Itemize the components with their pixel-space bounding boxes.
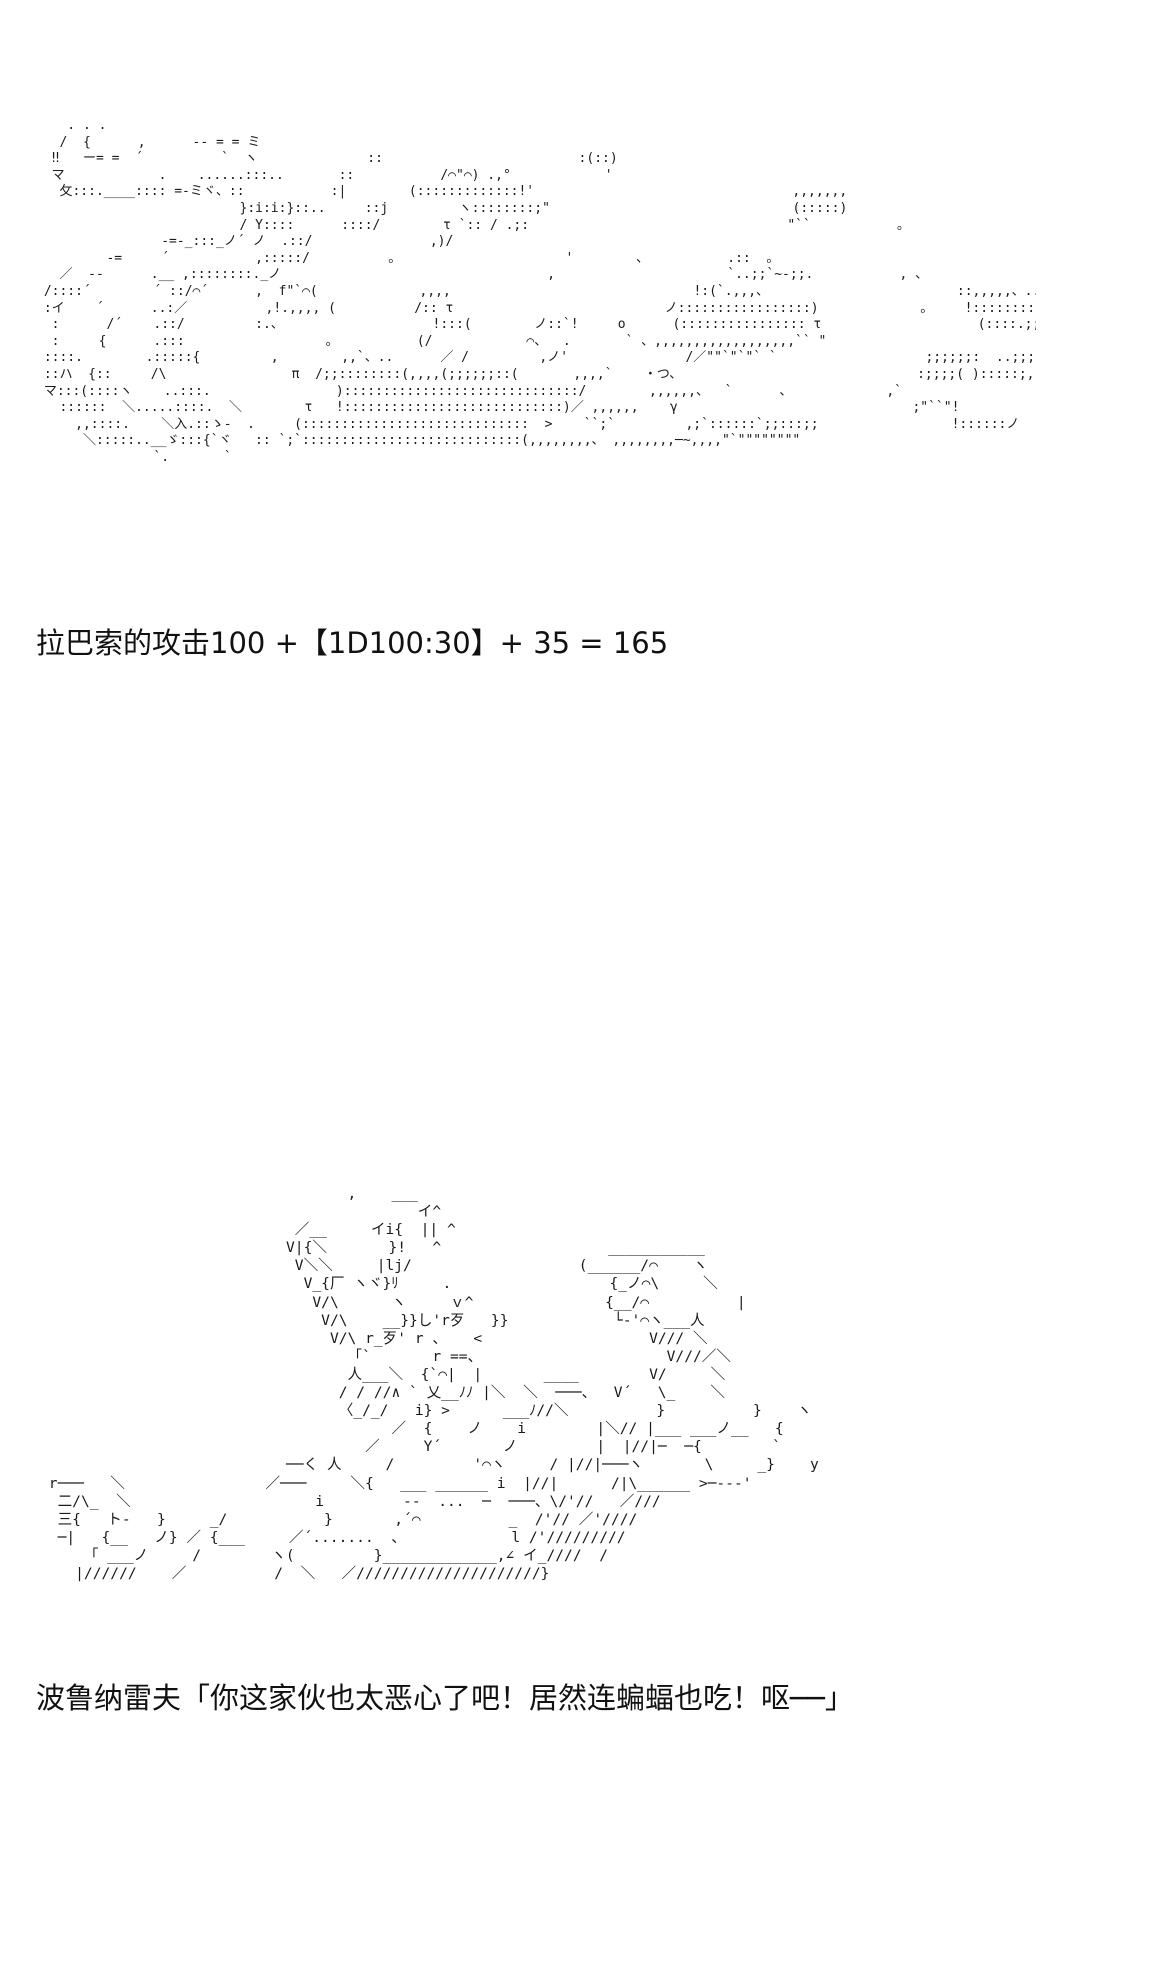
ascii-art-scene-bottom: , ___ イ^ ／__ イi{ || ^ V|{＼ }! ^ ________…: [48, 1185, 819, 1582]
attack-roll-caption: 拉巴索的攻击100 +【1D100:30】+ 35 = 165: [36, 626, 669, 660]
ascii-art-scene-top: . . . / { , -- = = ミ ‼ ー= = ´ ` ヽ :: :(:…: [43, 118, 1036, 465]
dialogue-caption: 波鲁纳雷夫「你这家伙也太恶心了吧！居然连蝙蝠也吃！呕──」: [36, 1681, 854, 1715]
